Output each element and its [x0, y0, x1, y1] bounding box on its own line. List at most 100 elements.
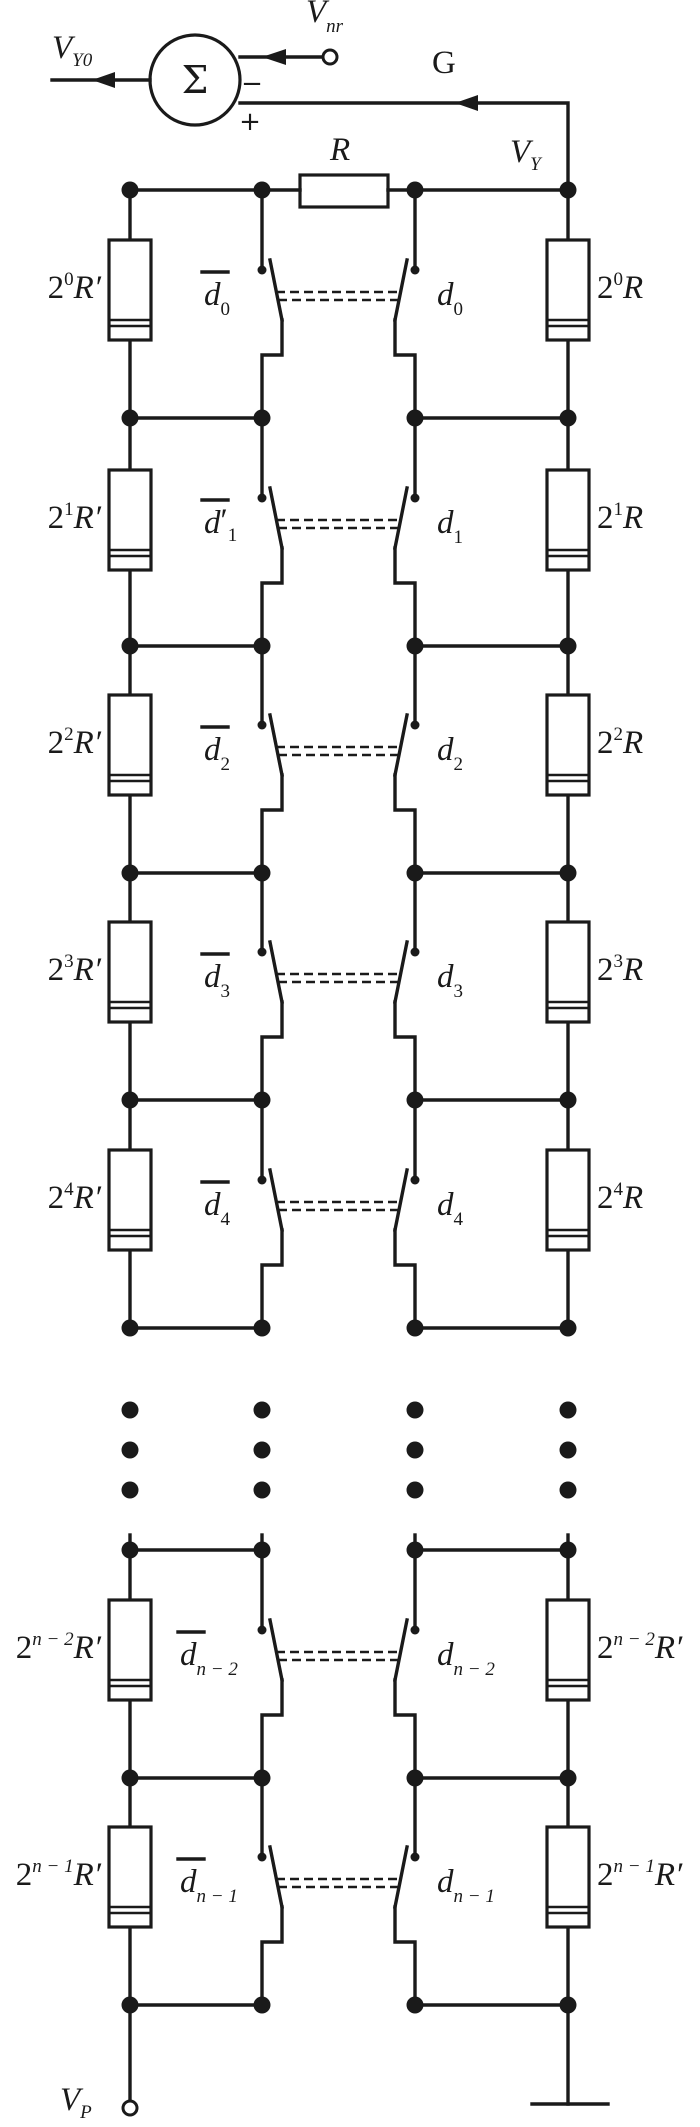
junction-dot — [253, 1319, 271, 1337]
wiring — [128, 188, 570, 2106]
feedback-label: G — [432, 45, 456, 81]
junction-dot — [406, 181, 424, 199]
junction-dot — [406, 1091, 424, 1109]
right-resistor-label-0: 20R — [597, 269, 643, 306]
junction-dot — [559, 1091, 577, 1109]
switch-pair-3 — [257, 870, 420, 1102]
series-resistor-label: R — [329, 132, 350, 168]
left-resistor-label-2: 22R′ — [48, 724, 102, 761]
ellipsis-dot — [121, 1481, 139, 1499]
junction-dot — [253, 637, 271, 655]
switch-pair-0 — [257, 188, 420, 420]
ellipsis-dot — [406, 1401, 424, 1419]
junction-dot — [559, 181, 577, 199]
switch-left-label-3: d3 — [204, 959, 230, 1002]
left-resistor-label-0: 20R′ — [48, 269, 102, 306]
junction-dot — [253, 1769, 271, 1787]
right-resistor-1 — [545, 468, 591, 572]
junction-dot — [559, 637, 577, 655]
left-resistor-5 — [107, 1598, 153, 1702]
junction-dot — [121, 864, 139, 882]
left-resistor-label-1: 21R′ — [48, 499, 102, 536]
switch-right-label-1: d1 — [437, 505, 463, 548]
right-resistor-label-1: 21R — [597, 499, 643, 536]
vy-label: VY — [510, 134, 543, 175]
switch-pair-2 — [257, 643, 420, 875]
right-resistor-label-4: 24R — [597, 1179, 643, 1216]
junction-dot — [121, 1091, 139, 1109]
junction-dot — [406, 1541, 424, 1559]
left-resistor-label-5: 2n − 2R′ — [16, 1629, 102, 1666]
left-resistor-4 — [107, 1148, 153, 1252]
reference-input — [238, 48, 339, 66]
left-resistor-1 — [107, 468, 153, 572]
output-label: VY0 — [52, 30, 93, 71]
ellipsis-dot — [253, 1401, 271, 1419]
junction-dot — [121, 1541, 139, 1559]
junction-dot — [253, 1091, 271, 1109]
switch-right-label-3: d3 — [437, 959, 463, 1002]
switch-left-label-4: d4 — [204, 1187, 231, 1230]
junction-dot — [253, 1996, 271, 2014]
ellipsis-dot — [559, 1401, 577, 1419]
right-resistor-label-2: 22R — [597, 724, 643, 761]
switch-right-label-6: dn − 1 — [437, 1864, 495, 1907]
junction-dot — [559, 1319, 577, 1337]
reference-arrowhead — [262, 49, 286, 65]
ellipsis-dot — [253, 1441, 271, 1459]
reference-label: Vnr — [306, 0, 344, 37]
switch-left-label-6: dn − 1 — [180, 1864, 238, 1907]
right-resistor-5 — [545, 1598, 591, 1702]
junction-dot — [406, 1319, 424, 1337]
switch-right-label-5: dn − 2 — [437, 1637, 495, 1680]
switch-pair-1 — [257, 416, 420, 648]
junction-dot — [559, 1769, 577, 1787]
switch-right-label-4: d4 — [437, 1187, 464, 1230]
junction-dot — [121, 409, 139, 427]
ellipsis-dot — [253, 1481, 271, 1499]
output-line — [50, 72, 152, 88]
feedback-line — [238, 95, 570, 192]
junction-dot — [559, 1541, 577, 1559]
junction-dot — [253, 181, 271, 199]
right-resistor-label-5: 2n − 2R′ — [597, 1629, 683, 1666]
left-resistor-label-4: 24R′ — [48, 1179, 102, 1216]
junction-dot — [559, 409, 577, 427]
vp-label: VP — [60, 2082, 92, 2123]
junction-dot — [406, 1769, 424, 1787]
switch-pair-4 — [257, 1098, 420, 1330]
junction-dot — [253, 409, 271, 427]
right-resistor-label-3: 23R — [597, 951, 643, 988]
sigma-symbol: Σ — [182, 58, 209, 102]
junction-dot — [406, 637, 424, 655]
junction-dot — [406, 1996, 424, 2014]
reference-terminal — [321, 48, 339, 66]
right-resistor-3 — [545, 920, 591, 1024]
junction-dot — [121, 181, 139, 199]
right-resistor-label-6: 2n − 1R′ — [597, 1856, 683, 1893]
left-resistor-label-3: 23R′ — [48, 951, 102, 988]
junction-dot — [121, 1769, 139, 1787]
junction-dot — [559, 1996, 577, 2014]
junction-dot — [406, 864, 424, 882]
left-resistor-2 — [107, 693, 153, 797]
feedback-arrowhead — [455, 95, 478, 111]
ellipsis-dot — [121, 1401, 139, 1419]
switch-right-label-0: d0 — [437, 277, 463, 320]
junction-dot — [121, 637, 139, 655]
summing-junction: Σ − + — [148, 33, 263, 137]
minus-sign: − — [241, 69, 263, 99]
junction-dots — [121, 181, 577, 2014]
ellipsis-dot — [559, 1481, 577, 1499]
switch-pair-5 — [257, 1548, 420, 1780]
right-resistor-2 — [545, 693, 591, 797]
switch-pair-6 — [257, 1775, 420, 2007]
right-resistor-4 — [545, 1148, 591, 1252]
junction-dot — [406, 409, 424, 427]
switch-left-label-1: d′1 — [204, 503, 237, 546]
switch-left-label-5: dn − 2 — [180, 1637, 238, 1680]
junction-dot — [121, 1319, 139, 1337]
right-resistor-6 — [545, 1825, 591, 1929]
right-resistor-0 — [545, 238, 591, 342]
